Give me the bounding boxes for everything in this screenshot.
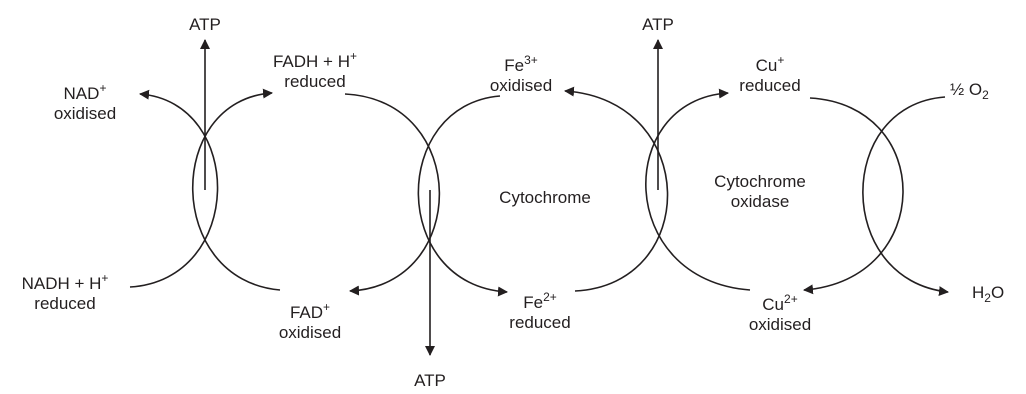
cytochrome-oxidase-label: Cytochrome oxidase: [714, 172, 806, 211]
atp-label-3: ATP: [642, 15, 674, 34]
nadh-reduced-label: NADH + H+ reduced: [21, 271, 109, 313]
atp-label-2: ATP: [414, 371, 446, 390]
cu2-to-cu1-curve: [645, 88, 751, 291]
fe2-to-fe3-curve: [564, 86, 669, 292]
nad-oxidised-label: NAD+ oxidised: [53, 81, 117, 123]
oxygen-to-water-curve: [862, 96, 949, 297]
cytochrome-label: Cytochrome: [499, 188, 591, 207]
fe3-to-fe2-curve: [417, 95, 508, 297]
atp-label-1: ATP: [189, 15, 221, 34]
fadh-reduced-label: FADH + H+ reduced: [272, 49, 357, 91]
fadh-to-fad-curve: [344, 93, 441, 296]
cu1-reduced-label: Cu+ reduced: [739, 53, 801, 95]
fad-to-fadh-curve: [191, 88, 281, 291]
water-label: H2O: [972, 283, 1005, 305]
cu2-oxidised-label: Cu2+ oxidised: [748, 292, 812, 334]
fe2-reduced-label: Fe2+ reduced: [509, 290, 571, 332]
fad-oxidised-label: FAD+ oxidised: [278, 300, 342, 342]
oxygen-label: ½ O2: [950, 80, 989, 102]
nadh-to-nad-curve: [129, 89, 219, 288]
fe3-oxidised-label: Fe3+ oxidised: [489, 53, 553, 95]
cu1-to-cu2-curve: [803, 97, 904, 295]
